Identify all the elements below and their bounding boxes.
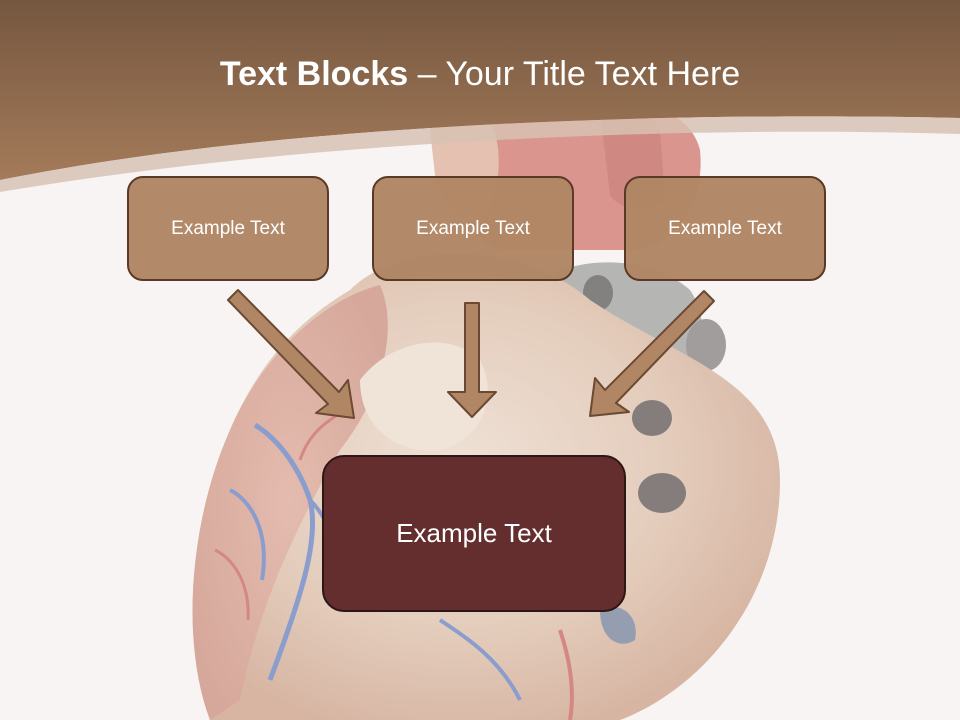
text-block-1[interactable]: Example Text bbox=[127, 176, 329, 281]
arrow-down-left-icon bbox=[589, 290, 715, 417]
text-block-3[interactable]: Example Text bbox=[624, 176, 826, 281]
text-block-3-label: Example Text bbox=[668, 217, 782, 239]
title-bold-part: Text Blocks bbox=[219, 55, 409, 93]
arrow-down-icon bbox=[447, 302, 497, 418]
text-block-2[interactable]: Example Text bbox=[372, 176, 574, 281]
text-block-1-label: Example Text bbox=[171, 217, 285, 239]
text-block-2-label: Example Text bbox=[416, 217, 530, 239]
title-dash: – bbox=[408, 55, 446, 93]
title-rest: Your Title Text Here bbox=[445, 55, 741, 93]
center-text-block[interactable]: Example Text bbox=[322, 455, 626, 612]
arrow-down-right-icon bbox=[227, 289, 355, 419]
center-text-block-label: Example Text bbox=[396, 518, 552, 548]
header-band bbox=[0, 0, 960, 180]
slide-title: Text Blocks – Your Title Text Here bbox=[0, 52, 960, 96]
header-swoosh bbox=[0, 116, 960, 192]
arrows bbox=[227, 289, 715, 419]
